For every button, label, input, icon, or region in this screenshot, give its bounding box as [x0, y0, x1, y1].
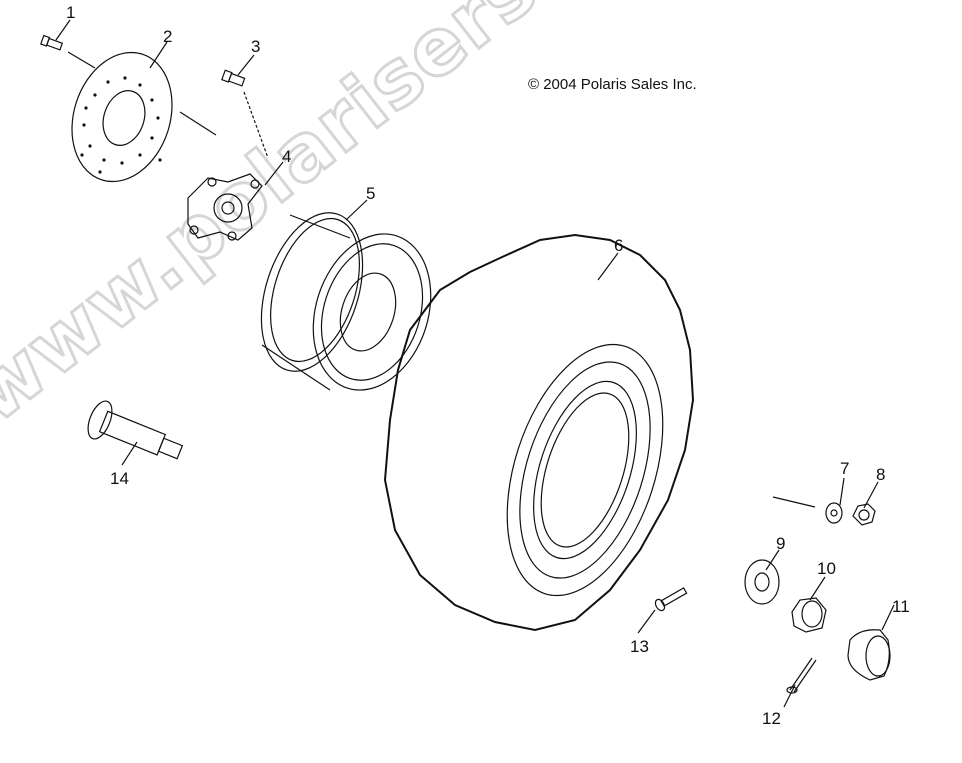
callout-12: 12: [762, 709, 781, 728]
callout-10: 10: [817, 559, 836, 578]
callout-4: 4: [282, 147, 292, 166]
callout-1: 1: [66, 3, 76, 22]
callout-8: 8: [876, 465, 886, 484]
callout-2: 2: [163, 27, 173, 46]
callout-5: 5: [366, 184, 376, 203]
callout-6: 6: [614, 236, 624, 255]
callout-11: 11: [892, 597, 910, 616]
callout-14: 14: [110, 469, 129, 488]
callout-9: 9: [776, 534, 786, 553]
copyright-text: © 2004 Polaris Sales Inc.: [528, 76, 697, 93]
callout-13: 13: [630, 637, 649, 656]
callout-7: 7: [840, 459, 850, 478]
callout-3: 3: [251, 37, 261, 56]
